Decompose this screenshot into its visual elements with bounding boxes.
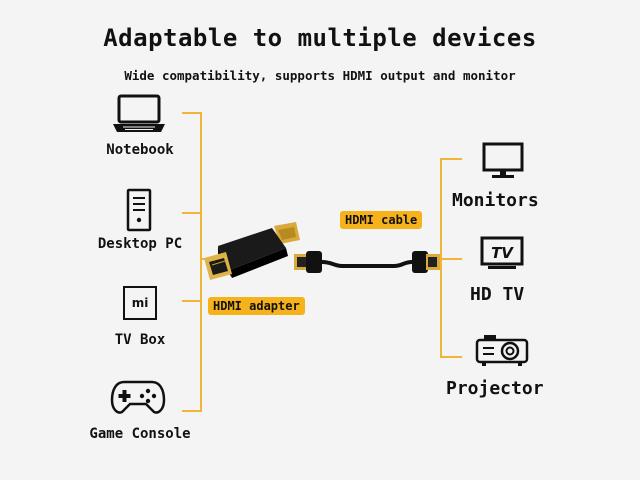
device-label-notebook: Notebook (106, 142, 174, 158)
device-label-monitors: Monitors (452, 190, 539, 211)
left-branch-line-desktop (182, 212, 202, 214)
page-title: Adaptable to multiple devices (103, 24, 537, 52)
left-vertical-line (200, 112, 202, 412)
tv-box-icon-text: mi (131, 296, 149, 310)
device-hd-tv: TV HD TV (450, 236, 560, 312)
monitor-icon (482, 142, 524, 178)
hdmi-cable-image (294, 251, 440, 273)
desktop-tower-icon (126, 188, 152, 232)
device-tv-box: mi TV Box (95, 284, 185, 354)
device-label-desktop-pc: Desktop PC (97, 236, 183, 252)
tv-icon: TV (480, 236, 524, 269)
device-label-tv-box: TV Box (114, 332, 166, 348)
left-branch-line-console (182, 410, 202, 412)
laptop-icon (113, 94, 165, 132)
device-label-projector: Projector (446, 378, 544, 399)
device-desktop-pc: Desktop PC (88, 186, 192, 258)
device-game-console: Game Console (80, 376, 200, 446)
gamepad-icon (110, 380, 166, 414)
right-branch-line-monitors (440, 158, 462, 160)
tv-box-icon: mi (123, 286, 157, 320)
device-projector: Projector (444, 330, 564, 406)
right-branch-line-projector (440, 356, 462, 358)
hdmi-cable-tag: HDMI cable (340, 211, 423, 229)
hdmi-adapter-tag: HDMI adapter (208, 297, 305, 315)
hdmi-adapter-image (204, 222, 300, 280)
projector-icon (475, 335, 529, 366)
device-notebook: Notebook (95, 92, 185, 162)
device-label-hd-tv: HD TV (470, 284, 525, 305)
device-monitors: Monitors (450, 140, 560, 216)
device-label-game-console: Game Console (89, 426, 191, 442)
left-branch-line-tvbox (182, 300, 202, 302)
right-branch-line-tv (440, 258, 462, 260)
left-branch-line-notebook (182, 112, 202, 114)
page-subtitle: Wide compatibility, supports HDMI output… (124, 68, 516, 83)
tv-icon-text: TV (491, 244, 514, 262)
